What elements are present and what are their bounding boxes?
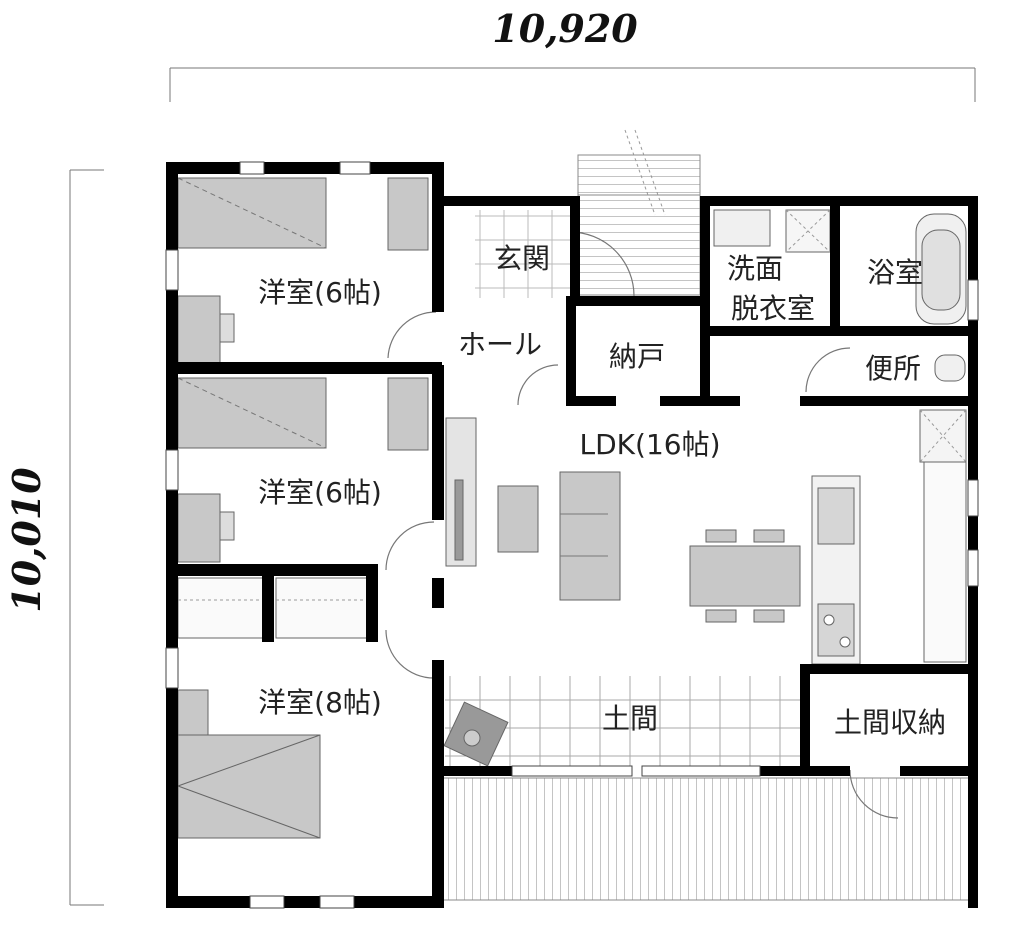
room-label-ldk: LDK(16帖) [580,428,721,461]
room-label-bedroom-top: 洋室(6帖) [258,276,382,309]
front-deck [577,129,701,296]
rear-deck [442,777,977,901]
entrance-floor [475,210,570,298]
room-label-bedroom-bottom: 洋室(8帖) [258,686,382,719]
room-label-washroom-line2: 脱衣室 [731,292,815,325]
windows [165,161,979,909]
room-label-hall: ホール [458,328,542,361]
width-dimension-label: 10,920 [492,6,638,51]
room-label-entrance: 玄関 [494,242,550,275]
walls [166,162,978,908]
height-dimension-label: 10,010 [4,467,49,613]
room-label-bedroom-mid: 洋室(6帖) [258,476,382,509]
room-label-toilet: 便所 [865,352,921,385]
room-label-storage: 納戸 [609,340,665,373]
room-label-doma: 土間 [602,702,658,735]
furniture [177,177,967,839]
door-swings [385,231,899,819]
room-label-washroom-line1: 洗面 [727,252,783,285]
room-label-doma-storage: 土間収納 [834,706,946,739]
height-dimension: 10,010 [4,169,104,906]
width-dimension: 10,920 [169,6,976,102]
room-label-bathroom: 浴室 [867,256,923,289]
